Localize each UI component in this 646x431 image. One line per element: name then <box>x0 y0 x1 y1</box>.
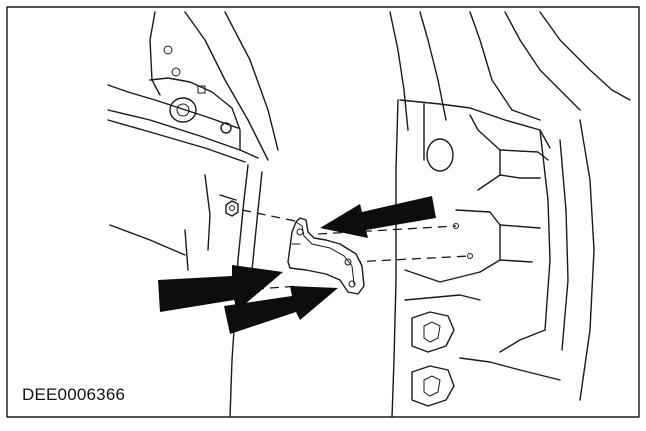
hole-icon <box>163 45 173 55</box>
cutout-icon <box>423 321 441 343</box>
figure-frame <box>6 6 640 418</box>
callout-arrow-icon <box>158 265 283 312</box>
hinge-hole-icon <box>348 280 356 288</box>
door-grommet-icon <box>169 97 197 123</box>
bolt-icon <box>220 122 232 134</box>
body-pillar <box>389 11 631 418</box>
alignment-lines <box>239 209 471 291</box>
hinge-hole-icon <box>344 258 352 266</box>
bolt-icon <box>225 200 239 217</box>
hinge-hole-icon <box>296 228 304 236</box>
door-panel <box>107 11 279 418</box>
hole-icon <box>171 67 181 77</box>
pillar-hole-icon <box>426 138 454 172</box>
callout-arrow-icon <box>224 286 338 334</box>
callout-arrow-icon <box>320 196 436 238</box>
hinge-bracket-icon <box>287 217 365 295</box>
cutout-icon <box>423 375 441 397</box>
callout-arrows <box>158 196 436 334</box>
hole-icon <box>467 253 473 259</box>
figure-code: DEE0006366 <box>22 385 126 404</box>
